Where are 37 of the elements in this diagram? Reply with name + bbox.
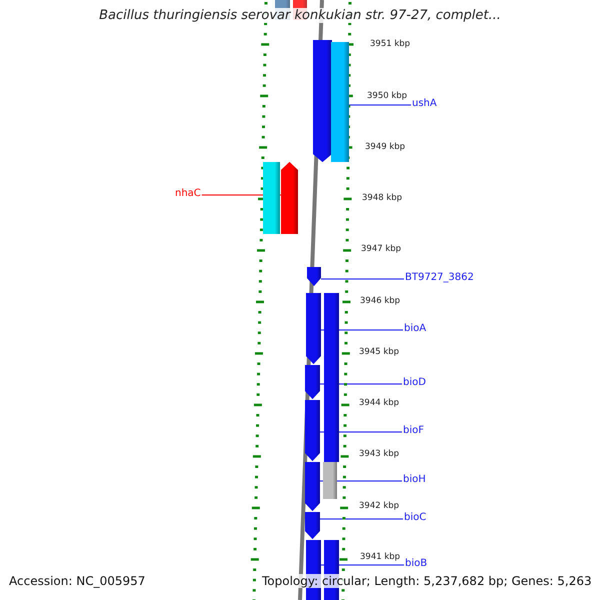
gene-label: bioF bbox=[403, 425, 424, 437]
gene-feature bbox=[305, 365, 320, 399]
gene-feature bbox=[307, 267, 321, 286]
info-text: Accession: NC_005957 bbox=[9, 574, 146, 588]
scale-label: 3944 kbp bbox=[359, 398, 400, 408]
gene-feature bbox=[305, 400, 320, 461]
gene-feature bbox=[323, 462, 337, 499]
scale-label: 3950 kbp bbox=[367, 91, 408, 101]
scale-label: 3943 kbp bbox=[359, 449, 400, 459]
gene-label: ushA bbox=[412, 98, 437, 110]
gene-feature bbox=[306, 293, 321, 364]
leader-line bbox=[320, 518, 404, 520]
info-text: Topology: circular; Length: 5,237,682 bp; Genes: 5,263 bbox=[262, 574, 592, 588]
gene-label: bioD bbox=[403, 377, 426, 389]
gene-feature bbox=[313, 40, 332, 162]
gene-label: bioA bbox=[404, 323, 426, 335]
gene-label: bioC bbox=[404, 512, 426, 524]
gene-feature bbox=[281, 162, 298, 234]
gene-label: bioH bbox=[403, 474, 426, 486]
scale-label: 3948 kbp bbox=[362, 193, 402, 203]
gene-feature bbox=[263, 162, 280, 234]
title: Bacillus thuringiensis serovar konkukian str. 97-27, complet... bbox=[99, 8, 501, 23]
gene-label: BT9727_3862 bbox=[405, 272, 474, 284]
gene-feature bbox=[324, 293, 339, 462]
gene-label: nhaC bbox=[175, 188, 201, 200]
gene-feature bbox=[331, 42, 349, 162]
scale-label: 3942 kbp bbox=[359, 501, 400, 511]
scale-label: 3949 kbp bbox=[365, 142, 406, 152]
scale-label: 3946 kbp bbox=[360, 296, 400, 306]
leader-line bbox=[320, 278, 404, 280]
gene-feature bbox=[305, 462, 320, 511]
gene-feature bbox=[305, 512, 320, 539]
scale-label: 3947 kbp bbox=[361, 244, 402, 254]
gene-label: bioB bbox=[405, 558, 428, 570]
scale-label: 3941 kbp bbox=[360, 552, 400, 562]
scale-label: 3951 kbp bbox=[370, 39, 410, 49]
scale-label: 3945 kbp bbox=[359, 347, 400, 357]
